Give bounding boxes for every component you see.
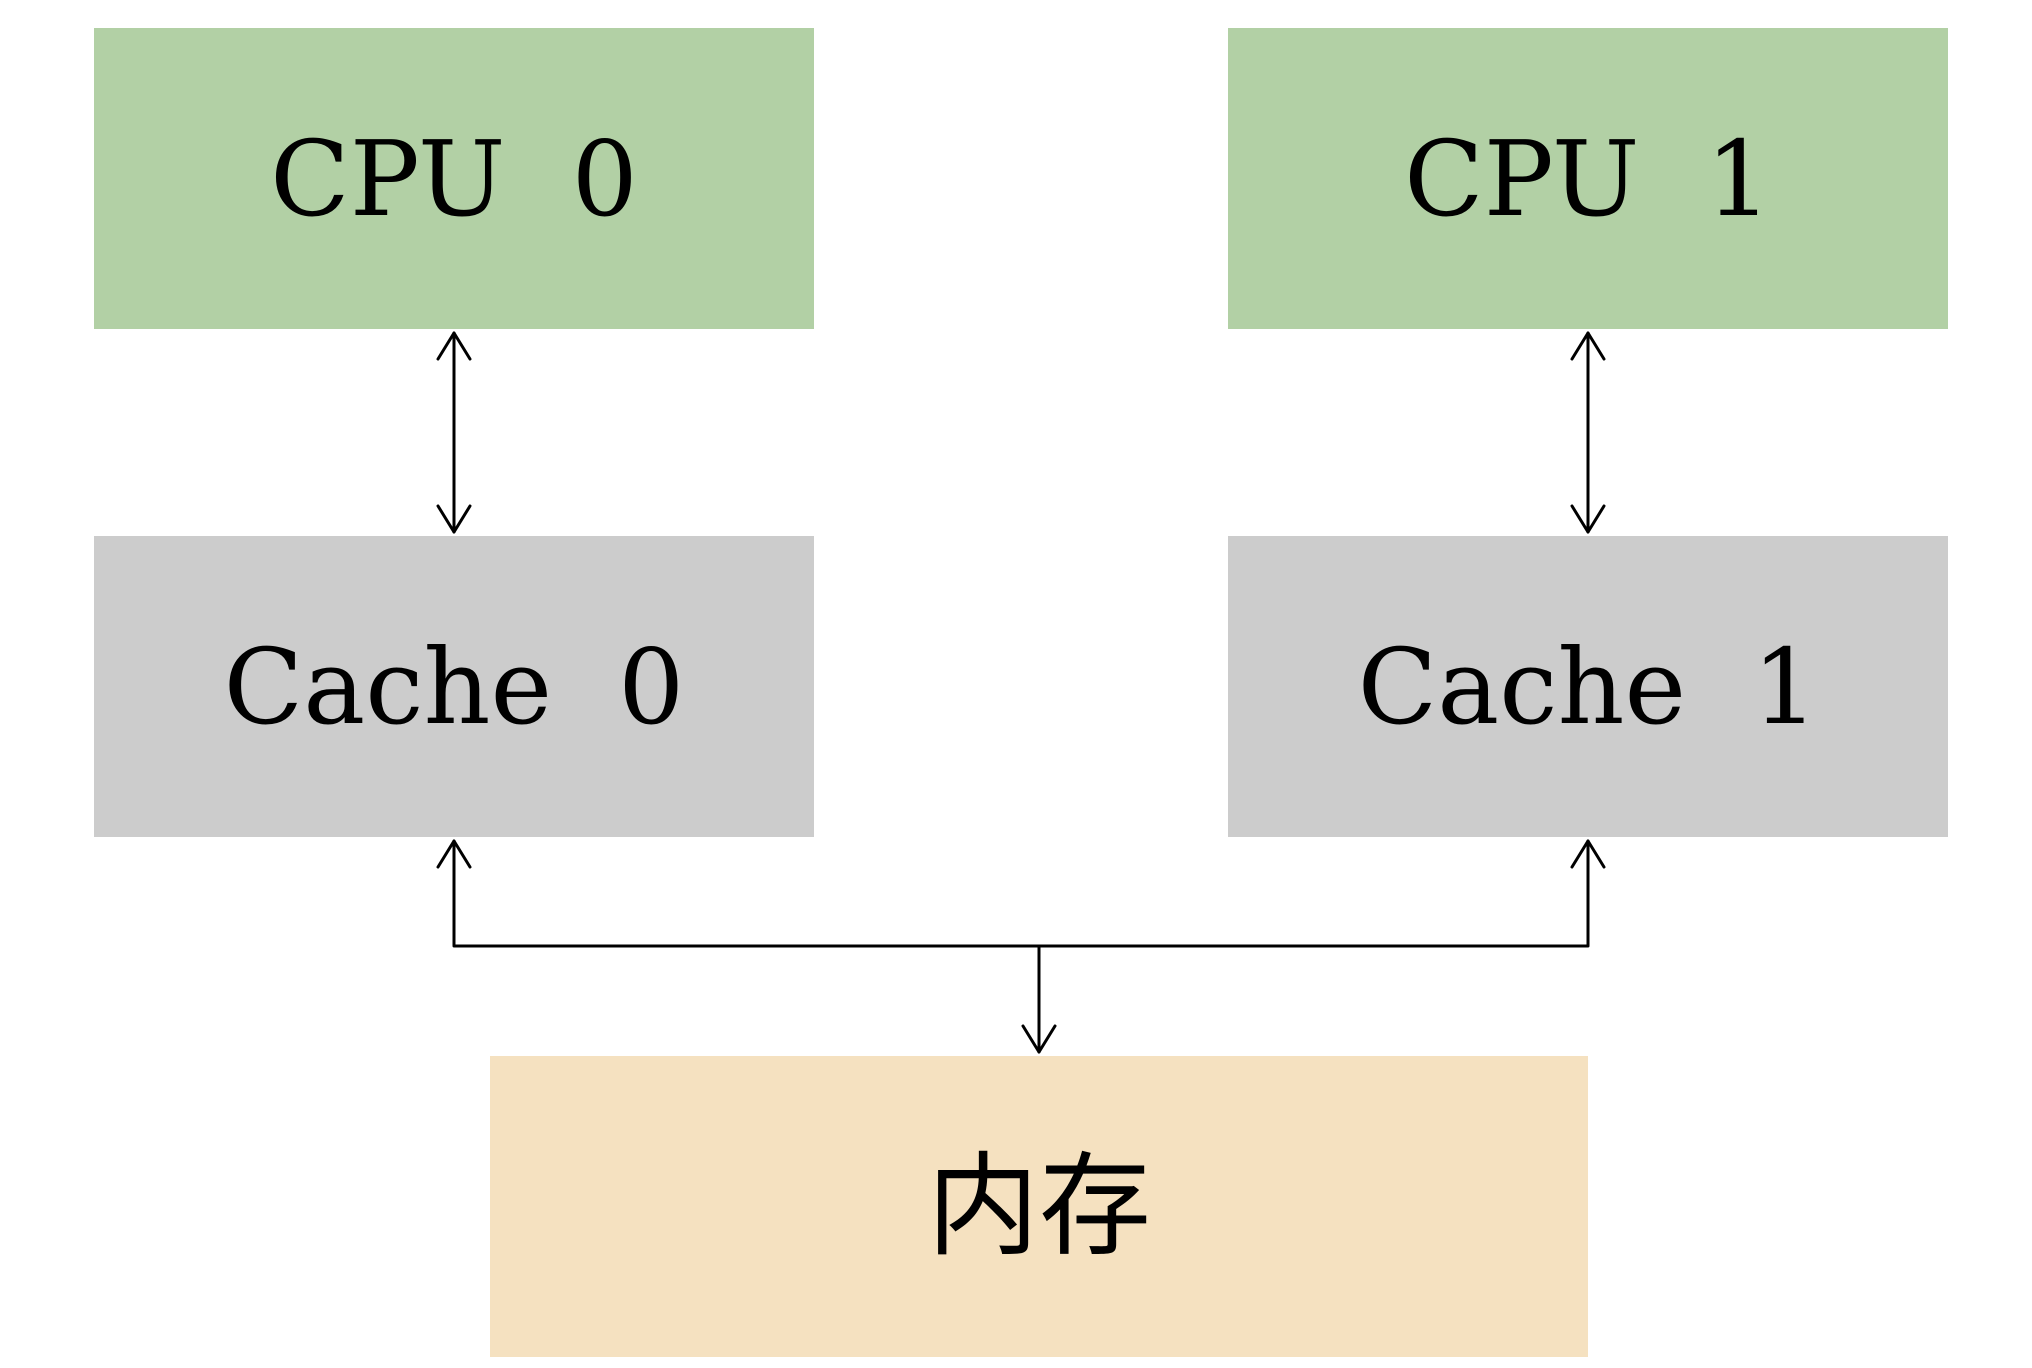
cpu-1-label: CPU 1: [1404, 117, 1772, 240]
cache1-bus-arrowhead: [1570, 839, 1606, 869]
cache-0-label: Cache 0: [223, 625, 685, 748]
memory-box: 内存: [490, 1056, 1588, 1357]
cpu0-up-arrowhead: [436, 331, 472, 361]
bus-line: [452, 839, 1590, 948]
cache0-bus-arrowhead: [436, 839, 472, 869]
memory-arrowhead: [1021, 1024, 1057, 1054]
cpu-0-label: CPU 0: [270, 117, 638, 240]
cache1-down-arrowhead: [1570, 504, 1606, 534]
cpu-0-box: CPU 0: [94, 28, 814, 329]
cache-0-box: Cache 0: [94, 536, 814, 837]
memory-label: 内存: [927, 1141, 1151, 1272]
cache-1-box: Cache 1: [1228, 536, 1948, 837]
cache0-down-arrowhead: [436, 504, 472, 534]
cpu-1-box: CPU 1: [1228, 28, 1948, 329]
cache-1-label: Cache 1: [1357, 625, 1819, 748]
cpu1-up-arrowhead: [1570, 331, 1606, 361]
